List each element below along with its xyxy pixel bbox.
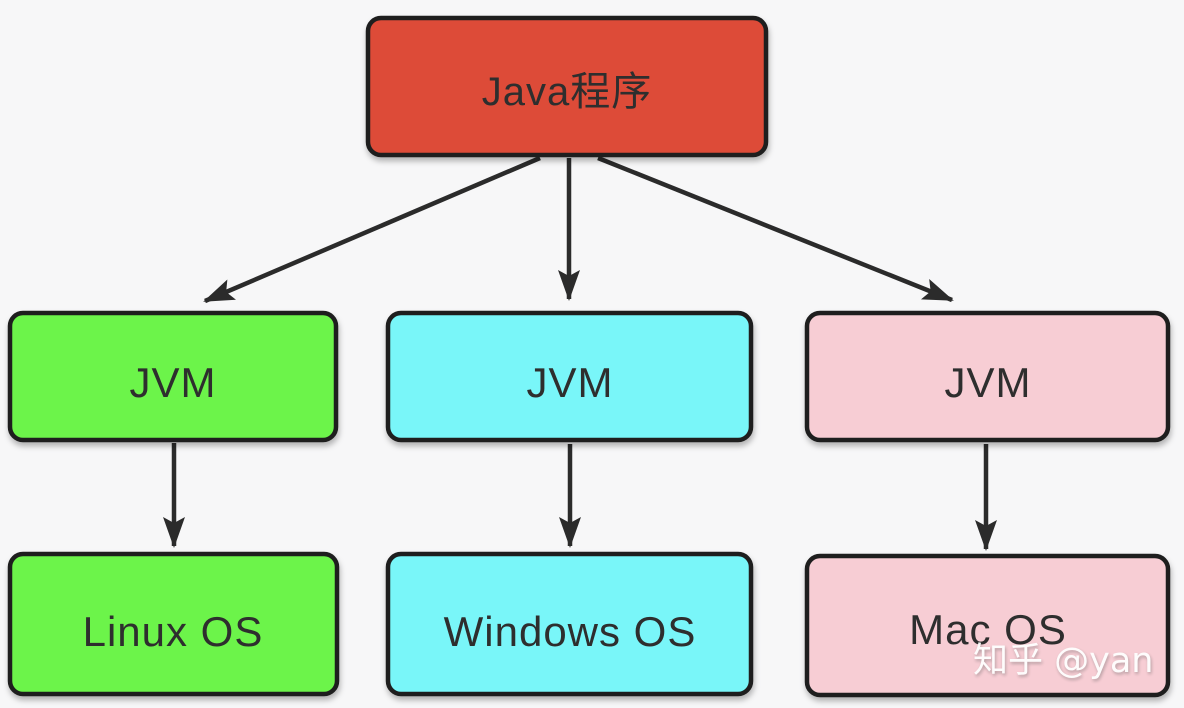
node-java-program-label: Java程序 <box>482 70 653 114</box>
watermark: 知乎 @yan <box>973 641 1153 681</box>
node-mac-os-label: Mac OS <box>909 606 1067 653</box>
node-mac-os: Mac OS <box>804 553 1171 698</box>
node-jvm-linux-label: JVM <box>130 359 217 406</box>
node-java-program-box <box>365 15 769 158</box>
node-jvm-windows: JVM <box>385 310 754 443</box>
edge-java-to-jvm-mac <box>597 155 954 303</box>
node-jvm-mac-label: JVM <box>945 359 1032 406</box>
edge-group <box>163 155 997 551</box>
node-linux-os-label: Linux OS <box>83 608 264 655</box>
node-windows-os-box <box>385 551 754 697</box>
node-jvm-mac: JVM <box>804 310 1171 443</box>
edge-java-to-jvm-linux <box>203 155 541 304</box>
node-linux-os-box <box>7 551 340 697</box>
node-java-program: Java程序 <box>365 15 769 158</box>
node-windows-os-label: Windows OS <box>444 608 697 655</box>
node-jvm-mac-box <box>804 310 1171 443</box>
node-jvm-linux-box <box>7 310 339 443</box>
node-jvm-windows-box <box>385 310 754 443</box>
node-windows-os: Windows OS <box>385 551 754 697</box>
node-jvm-windows-label: JVM <box>527 359 614 406</box>
node-linux-os: Linux OS <box>7 551 340 697</box>
node-jvm-linux: JVM <box>7 310 339 443</box>
node-mac-os-box <box>804 553 1171 698</box>
